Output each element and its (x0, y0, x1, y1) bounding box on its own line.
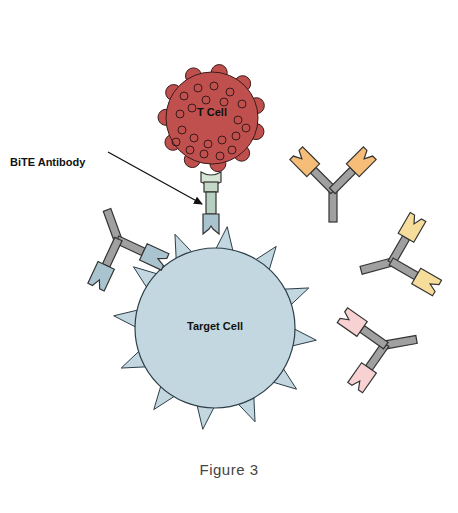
bound-antibody (67, 195, 174, 295)
target-cell: Target Cell (112, 226, 318, 430)
cell-label: T Cell (160, 106, 264, 118)
free-antibody (335, 297, 424, 395)
bite-antibody (201, 172, 221, 234)
cell-label: Target Cell (112, 320, 318, 332)
part-label: BiTE Antibody (10, 156, 85, 168)
free-antibody (350, 209, 445, 312)
free-antibody (290, 147, 376, 222)
t-cell: T Cell (160, 60, 264, 172)
leader-arrow (108, 152, 202, 204)
figure-caption: Figure 3 (0, 461, 458, 478)
